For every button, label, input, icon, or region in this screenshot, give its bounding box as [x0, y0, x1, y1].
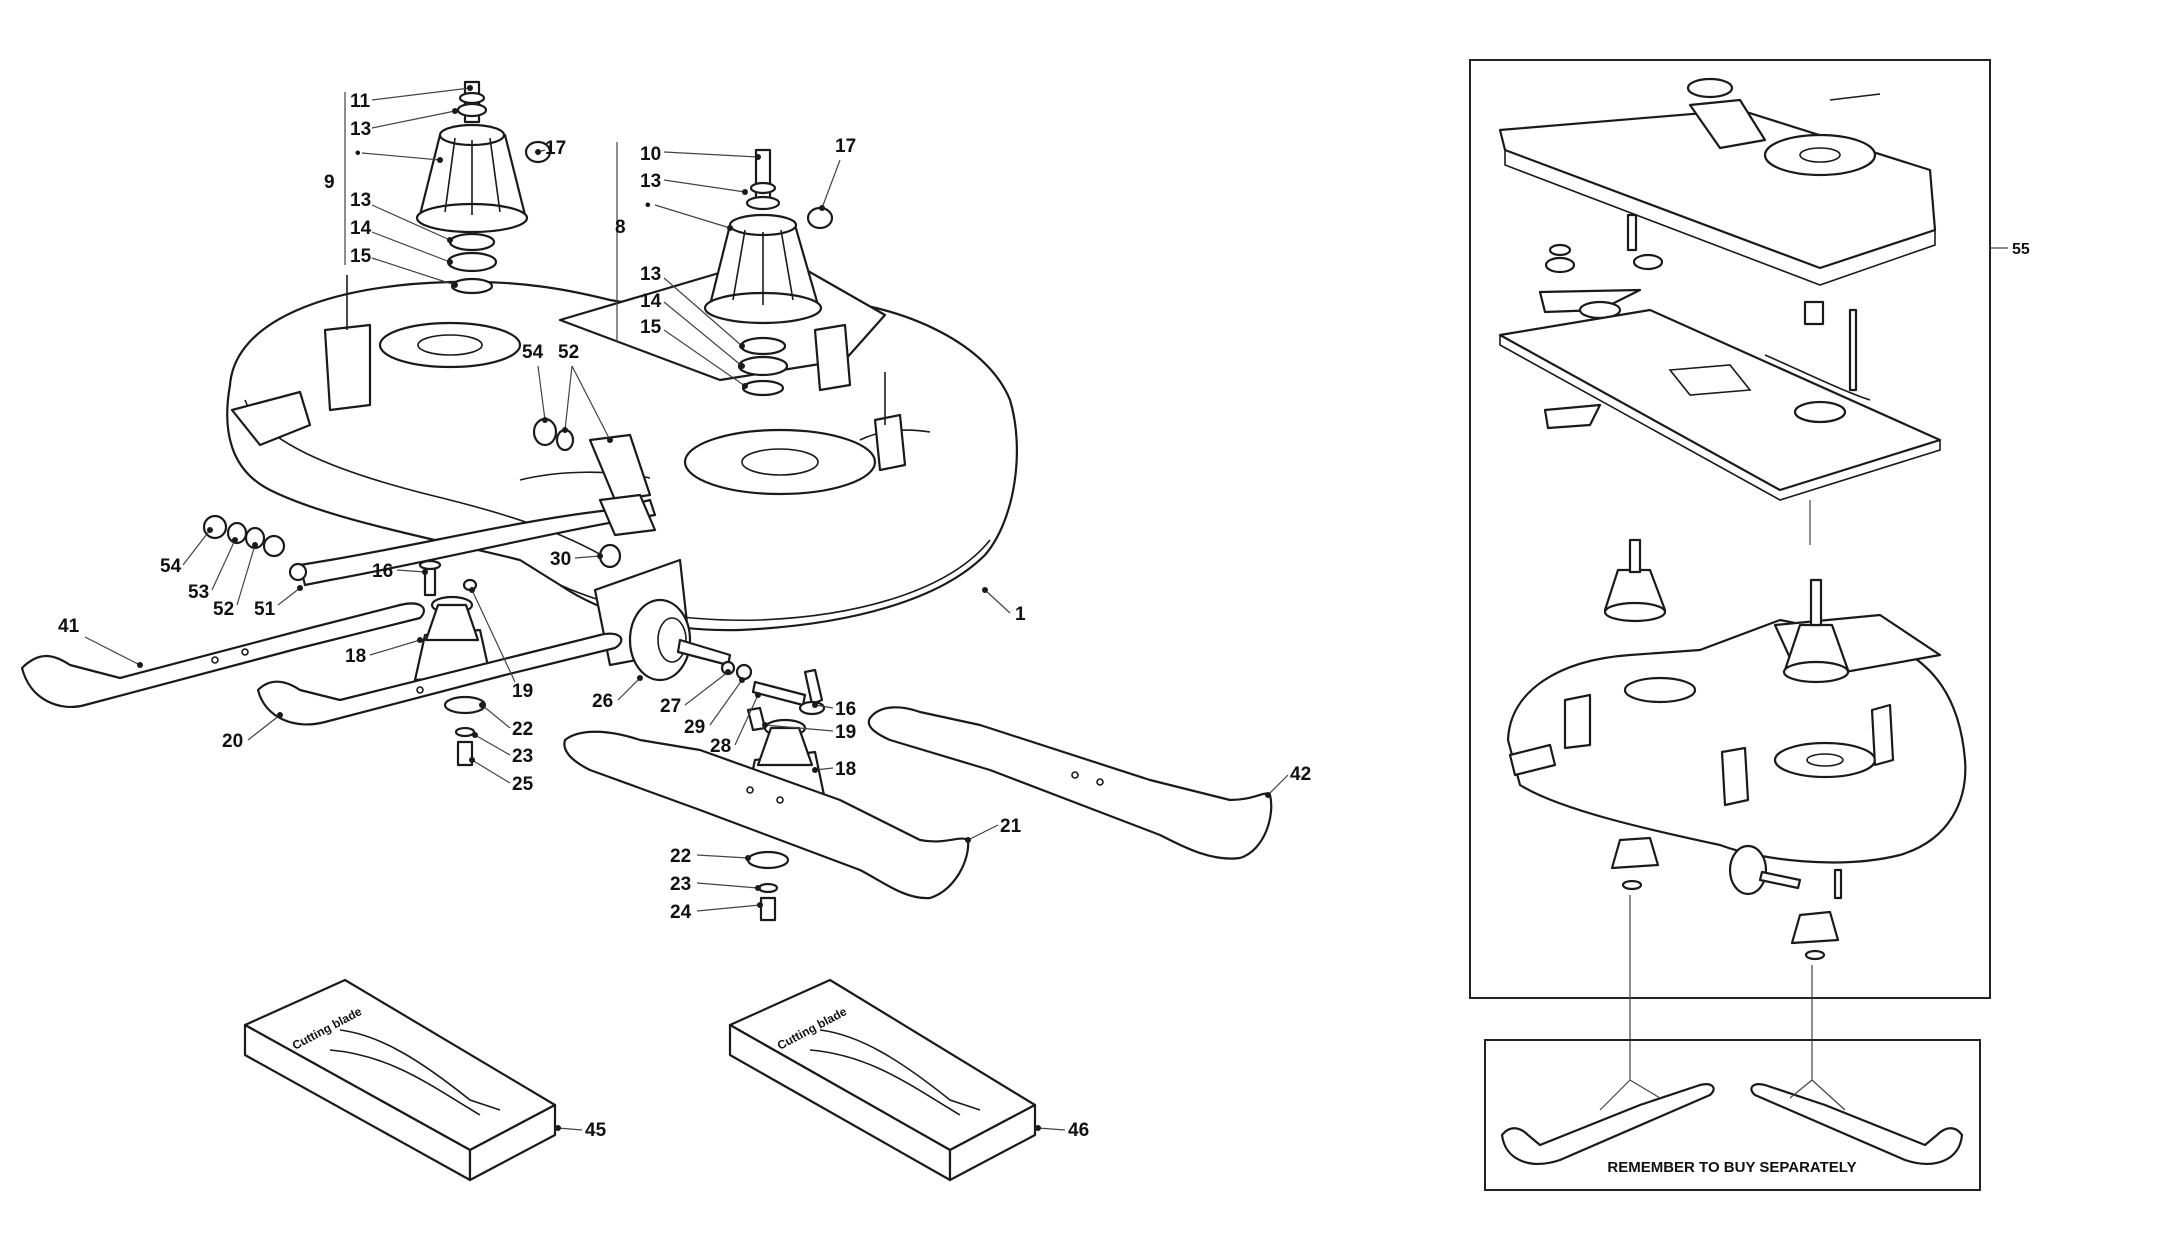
callout-18b: 18 [835, 759, 856, 780]
callout-14: 14 [350, 218, 372, 239]
callout-54: 54 [522, 342, 544, 363]
callouts: 11 13 • 9 17 13 14 15 10 13 • 8 17 13 14… [58, 85, 1311, 1141]
callout-30: 30 [550, 549, 571, 570]
blade-package-46: Cutting blade [728, 978, 1037, 1182]
callout-42: 42 [1290, 764, 1311, 785]
callout-10: 10 [640, 144, 661, 165]
callout-24: 24 [670, 902, 692, 923]
callout-13d: 13 [640, 264, 661, 285]
callout-26: 26 [592, 691, 613, 712]
callout-51: 51 [254, 599, 276, 620]
callout-17: 17 [545, 138, 566, 159]
callout-55: 55 [2012, 241, 2030, 258]
spindle-assembly-9 [415, 80, 552, 295]
callout-41: 41 [58, 616, 80, 637]
callout-15: 15 [350, 246, 372, 267]
callout-16b: 16 [835, 699, 856, 720]
blade-package-45: Cutting blade [243, 978, 557, 1182]
cutting-deck-assembly: Cutting blade Cutting blade [20, 80, 1273, 1182]
callout-22b: 22 [670, 846, 691, 867]
callout-18: 18 [345, 646, 366, 667]
callout-45: 45 [585, 1120, 607, 1141]
callout-13: 13 [350, 119, 371, 140]
callout-52b: 52 [213, 599, 234, 620]
callout-23b: 23 [670, 874, 691, 895]
blade-41 [20, 602, 425, 709]
callout-28: 28 [710, 736, 731, 757]
callout-46: 46 [1068, 1120, 1089, 1141]
callout-17b: 17 [835, 136, 856, 157]
callout-29: 29 [684, 717, 705, 738]
callout-8: 8 [615, 217, 626, 238]
callout-19: 19 [512, 681, 533, 702]
callout-20: 20 [222, 731, 243, 752]
dot-marker-9: • [355, 145, 361, 162]
callout-23: 23 [512, 746, 533, 767]
callout-11: 11 [350, 91, 371, 112]
blade-20 [256, 632, 623, 726]
kit-box-55: 55 [1469, 59, 2030, 1080]
callout-9: 9 [324, 172, 335, 193]
callout-22: 22 [512, 719, 533, 740]
callout-14b: 14 [640, 291, 662, 312]
spindle-assembly-8 [703, 148, 834, 397]
callout-15b: 15 [640, 317, 662, 338]
callout-53: 53 [188, 582, 209, 603]
callout-13c: 13 [640, 171, 661, 192]
callout-27: 27 [660, 696, 681, 717]
callout-16: 16 [372, 561, 393, 582]
blade-42 [867, 706, 1273, 860]
blade-21 [563, 730, 970, 900]
callout-21: 21 [1000, 816, 1022, 837]
callout-25: 25 [512, 774, 534, 795]
kit-frame [1469, 59, 1991, 999]
callout-13b: 13 [350, 190, 371, 211]
separate-frame [1484, 1039, 1981, 1191]
separate-blades-box: REMEMBER TO BUY SEPARATELY [1484, 1039, 1981, 1191]
callout-19b: 19 [835, 722, 856, 743]
callout-1: 1 [1015, 604, 1026, 625]
buy-separately-text: REMEMBER TO BUY SEPARATELY [1607, 1159, 1856, 1176]
dot-marker-8: • [645, 197, 651, 214]
callout-52: 52 [558, 342, 579, 363]
callout-54b: 54 [160, 556, 182, 577]
